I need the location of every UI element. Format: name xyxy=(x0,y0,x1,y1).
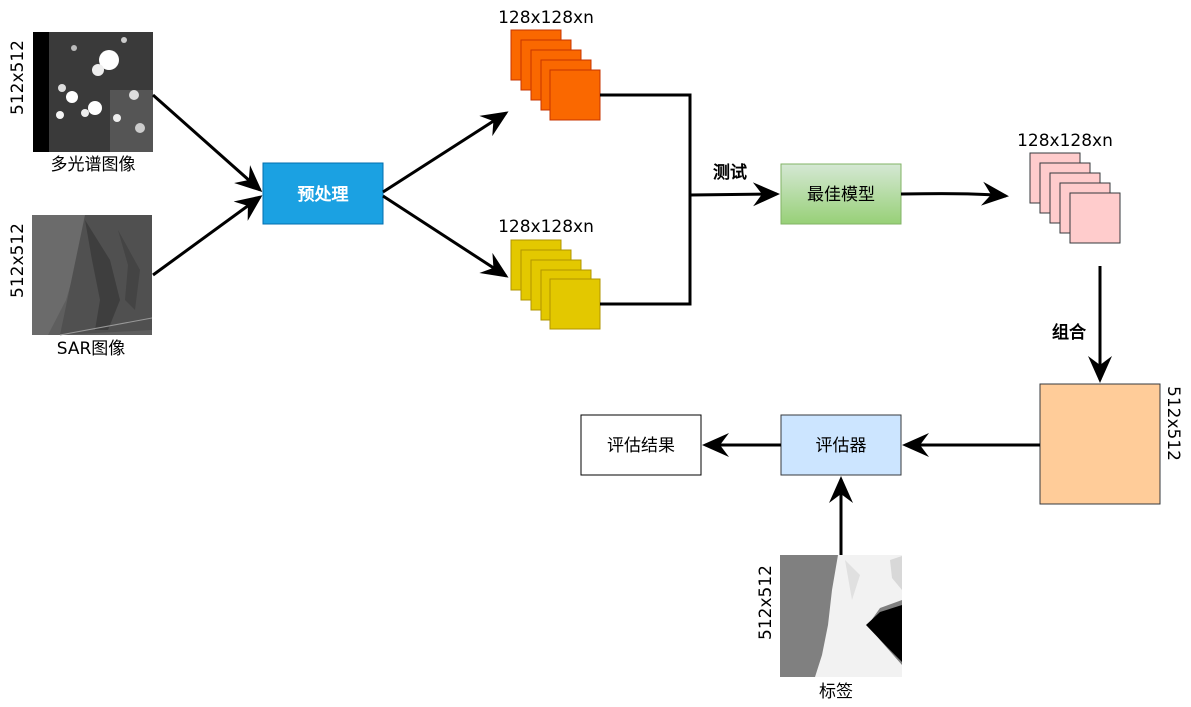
best-model-node xyxy=(780,163,902,225)
edge-label-test: 测试 xyxy=(713,162,747,183)
evaluator-node xyxy=(780,414,902,476)
yellow-stack-label: 128x128xn xyxy=(498,217,594,237)
edge-yellow-to-junction xyxy=(600,195,692,306)
yellow-patch-5 xyxy=(549,278,601,330)
edge-multispectral-to-preprocess xyxy=(152,93,263,192)
yellow-patch-stack xyxy=(510,239,601,330)
combined-output xyxy=(1039,383,1161,505)
label-caption: 标签 xyxy=(819,682,853,702)
pink-patch-stack xyxy=(1029,152,1121,244)
edge-preprocess-to-orange xyxy=(382,111,509,194)
multispectral-size-label: 512x512 xyxy=(8,40,28,115)
label-image xyxy=(780,555,902,677)
sar-size-label: 512x512 xyxy=(8,223,28,298)
orange-stack-label: 128x128xn xyxy=(498,8,594,28)
edge-preprocess-to-yellow xyxy=(382,194,509,278)
combined-size-label: 512x512 xyxy=(1163,386,1183,461)
evaluator-label: 评估器 xyxy=(816,436,867,456)
label-size-label: 512x512 xyxy=(756,565,776,640)
pink-stack-label: 128x128xn xyxy=(1017,131,1113,151)
pink-patch-5 xyxy=(1069,192,1121,244)
multispectral-image xyxy=(33,32,153,152)
sar-caption: SAR图像 xyxy=(57,339,126,359)
orange-patch-stack xyxy=(510,29,601,121)
eval-result-node xyxy=(580,414,702,476)
edge-orange-to-junction xyxy=(600,93,692,195)
preprocess-node xyxy=(262,162,384,225)
multispectral-caption: 多光谱图像 xyxy=(51,155,136,175)
edge-sar-to-preprocess xyxy=(152,195,263,277)
preprocess-label: 预处理 xyxy=(298,184,349,205)
edge-model-to-pink xyxy=(900,181,1009,206)
orange-patch-5 xyxy=(549,69,601,121)
eval-result-label: 评估结果 xyxy=(607,436,675,456)
best-model-label: 最佳模型 xyxy=(807,185,875,205)
edge-junction-to-model xyxy=(689,182,780,207)
edge-label-combine: 组合 xyxy=(1052,322,1087,343)
sar-image xyxy=(32,215,153,336)
